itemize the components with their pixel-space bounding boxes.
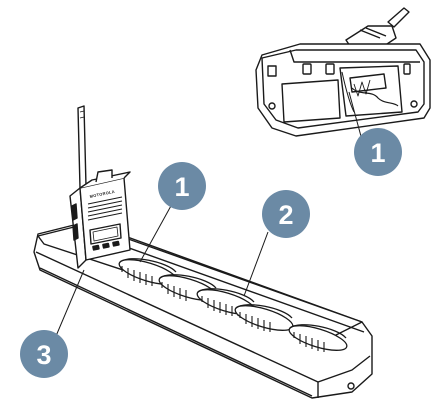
- callout-number: 3: [36, 340, 51, 370]
- callout-main-3: 3: [20, 330, 68, 378]
- callout-main-2: 2: [262, 190, 310, 238]
- callout-number: 2: [278, 200, 293, 230]
- callout-circle: [20, 330, 68, 378]
- callout-main-1: 1: [158, 162, 206, 210]
- leader-line-3: [55, 269, 85, 337]
- callout-inset-1: 1: [354, 128, 402, 176]
- callout-circle: [262, 190, 310, 238]
- leader-line-2: [243, 231, 269, 297]
- callout-number: 1: [370, 138, 385, 168]
- radio-speaker-grille: [87, 196, 123, 221]
- callout-circle: [354, 128, 402, 176]
- callout-number: 1: [174, 172, 189, 202]
- inset-callout-leader: [348, 91, 363, 141]
- radio-brand-label: MOTOROLA: [89, 189, 115, 199]
- radio-keypad: [92, 240, 120, 251]
- charger-underside-inset: [255, 7, 431, 137]
- leader-line-1: [139, 203, 173, 263]
- two-way-radio: MOTOROLA: [69, 105, 131, 269]
- charging-pocket: [234, 304, 294, 332]
- charging-pocket: [288, 324, 348, 352]
- callout-circle: [158, 162, 206, 210]
- callout-leaders: [55, 203, 269, 337]
- radio-antenna: [77, 105, 87, 189]
- charging-pockets: [118, 258, 348, 352]
- radio-display: [89, 223, 122, 245]
